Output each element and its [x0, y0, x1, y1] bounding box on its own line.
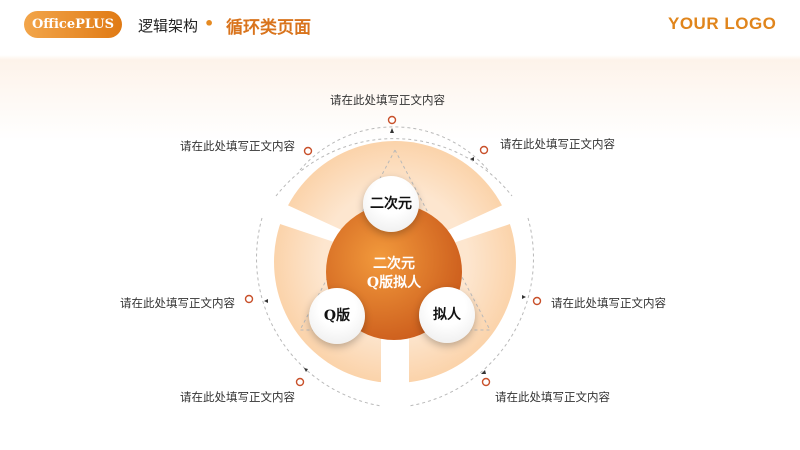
node-right-label: 拟人: [433, 307, 461, 323]
core-label-line2: Q版拟人: [366, 275, 422, 291]
text-label-upper-left[interactable]: 请在此处填写正文内容: [180, 139, 295, 153]
text-label-lower-left[interactable]: 请在此处填写正文内容: [180, 390, 295, 404]
flow-arrows: [264, 128, 526, 374]
brand-badge[interactable]: OfficePLUS: [24, 11, 122, 38]
page-title: 循环类页面: [226, 18, 311, 38]
node-right[interactable]: 拟人: [419, 287, 475, 343]
breadcrumb-section[interactable]: 逻辑架构: [138, 17, 199, 35]
outer-dashed-arcs: [256, 126, 534, 407]
node-top-label: 二次元: [370, 196, 412, 212]
text-label-top[interactable]: 请在此处填写正文内容: [330, 93, 445, 107]
node-left[interactable]: Q版: [309, 288, 365, 344]
core-label-line1: 二次元: [373, 256, 415, 272]
core-label: 二次元 Q版拟人: [349, 255, 439, 293]
breadcrumb-separator: •: [204, 14, 215, 33]
text-label-upper-right[interactable]: 请在此处填写正文内容: [500, 137, 615, 151]
arc-markers: [244, 115, 542, 387]
header: OfficePLUS 逻辑架构 • 循环类页面 YOUR LOGO: [0, 0, 800, 55]
text-label-mid-right[interactable]: 请在此处填写正文内容: [551, 296, 666, 310]
text-label-mid-left[interactable]: 请在此处填写正文内容: [120, 296, 235, 310]
logo: YOUR LOGO: [668, 14, 777, 33]
node-top[interactable]: 二次元: [363, 176, 419, 232]
node-left-label: Q版: [323, 308, 351, 324]
text-label-lower-right[interactable]: 请在此处填写正文内容: [495, 390, 610, 404]
